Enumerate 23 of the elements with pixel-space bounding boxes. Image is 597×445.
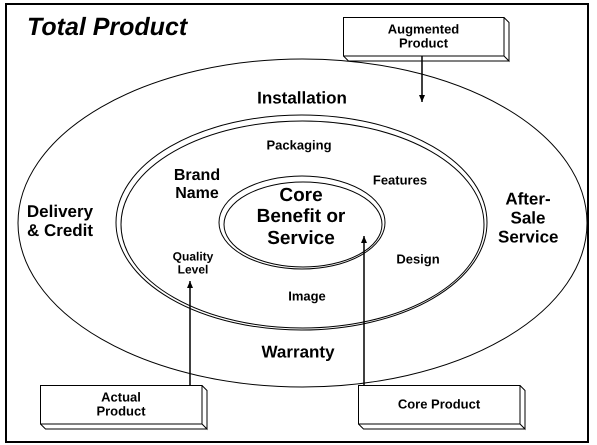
outer-ellipse [17,58,588,388]
box-label: Augmented Product [386,22,460,52]
product-box [343,17,510,62]
arrow [187,281,193,385]
ring-label: Packaging [265,138,333,154]
middle-ellipse [115,114,488,331]
ring-label: Quality Level [172,250,214,278]
ring-label: Warranty [260,342,336,362]
core-label: Core Benefit or Service [256,185,346,249]
product-box [358,385,526,430]
ring-label: Features [372,174,428,188]
ring-label: Installation [256,88,348,108]
arrow [361,236,367,385]
ring-label: Brand Name [172,167,222,203]
ring-label: Delivery & Credit [26,202,94,240]
arrow [419,56,425,102]
box-label: Core Product [396,397,482,412]
box-label: Actual Product [95,390,147,420]
diagram-title: Total Product [27,13,188,42]
ring-label: After-Sale Service [498,189,558,247]
ring-label: Design [395,252,441,268]
product-box [40,385,208,430]
ring-label: Image [287,290,327,304]
